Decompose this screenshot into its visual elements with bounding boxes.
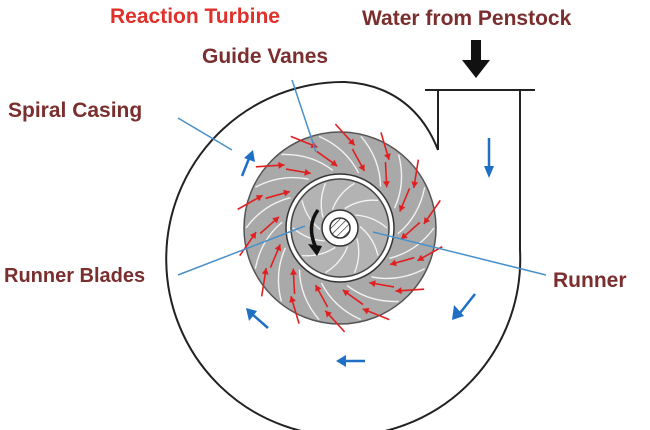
guide-vane — [318, 135, 360, 174]
guide-vane — [254, 176, 309, 188]
inflow-arrows — [237, 123, 443, 333]
flow-arrow-left-upper — [240, 150, 255, 177]
diagram-title: Reaction Turbine — [110, 5, 280, 28]
flow-arrow-left-lower — [246, 308, 269, 329]
leader-runner — [372, 231, 547, 276]
runner-blade — [355, 214, 388, 229]
guide-vane — [277, 247, 287, 302]
inflow-arrow-inner — [400, 221, 421, 240]
guide-vane-curves — [245, 135, 435, 321]
leader-spiral-casing — [177, 117, 233, 151]
runner-blade-curves — [292, 182, 388, 274]
inflow-arrow-inner — [290, 268, 298, 294]
guide-vane — [360, 135, 382, 187]
runner-blade — [301, 246, 336, 257]
inflow-arrow-inner — [314, 284, 329, 308]
label-water-from-penstock: Water from Penstock — [362, 7, 572, 30]
flow-arrows — [240, 138, 494, 367]
label-runner: Runner — [553, 269, 627, 292]
inflow-arrow-inner — [369, 280, 395, 288]
guide-vane — [389, 227, 435, 259]
inflow-arrow-outer — [289, 295, 300, 324]
runner-blade — [331, 182, 355, 210]
inflow-arrow-inner — [351, 148, 366, 172]
inflow-arrow-inner — [398, 188, 411, 212]
guide-vane — [281, 153, 334, 171]
runner-blade — [325, 246, 349, 274]
inflow-arrow-inner — [269, 244, 282, 268]
inflow-arrow-inner — [259, 216, 280, 235]
guide-vane — [254, 221, 283, 269]
inflow-arrow-outer — [423, 199, 441, 225]
inflow-arrow-inner — [316, 150, 338, 167]
label-runner-blades: Runner Blades — [4, 265, 146, 287]
runner-blade — [320, 183, 327, 218]
guide-vane — [320, 282, 362, 321]
hatched-shaft-icon — [329, 217, 351, 239]
flow-arrow-inlet — [484, 138, 494, 178]
spiral-casing-outline — [165, 80, 535, 430]
guide-vane — [245, 197, 291, 229]
inflow-arrow-inner — [342, 289, 364, 306]
curved-arrow-icon — [308, 208, 322, 256]
guide-vane — [371, 268, 426, 280]
leader-runner-blades — [177, 225, 306, 276]
runner-blade — [353, 238, 360, 273]
leader-lines — [177, 79, 547, 276]
label-spiral-casing: Spiral Casing — [8, 99, 143, 122]
inflow-arrow-outer — [411, 159, 420, 189]
inflow-arrow-outer — [255, 161, 285, 169]
inflow-arrow-outer — [239, 231, 257, 257]
flow-arrow-bottom — [336, 355, 365, 367]
inflow-arrow-inner — [285, 168, 311, 176]
leader-guide-vanes — [291, 79, 317, 153]
inflow-arrow-outer — [395, 287, 425, 295]
guide-vane — [397, 187, 426, 235]
guide-vane — [393, 154, 403, 209]
runner-blade — [301, 200, 321, 230]
inflow-arrow-outer — [324, 310, 346, 333]
inflow-arrow-outer — [380, 132, 391, 161]
down-arrow-icon — [462, 40, 490, 78]
inflow-arrow-outer — [362, 307, 390, 321]
guide-vane — [346, 285, 399, 303]
inflow-arrow-outer — [260, 267, 269, 297]
inflow-arrow-inner — [265, 189, 291, 200]
label-guide-vanes: Guide Vanes — [202, 45, 329, 68]
flow-arrow-right-lower — [452, 293, 476, 320]
inflow-arrow-outer — [237, 194, 264, 211]
inflow-arrow-inner — [382, 162, 390, 188]
guide-vane — [298, 269, 320, 321]
runner-blade — [344, 199, 379, 210]
runner-blade — [359, 226, 379, 256]
inflow-arrow-inner — [389, 256, 415, 267]
inflow-arrow-outer — [334, 123, 356, 146]
